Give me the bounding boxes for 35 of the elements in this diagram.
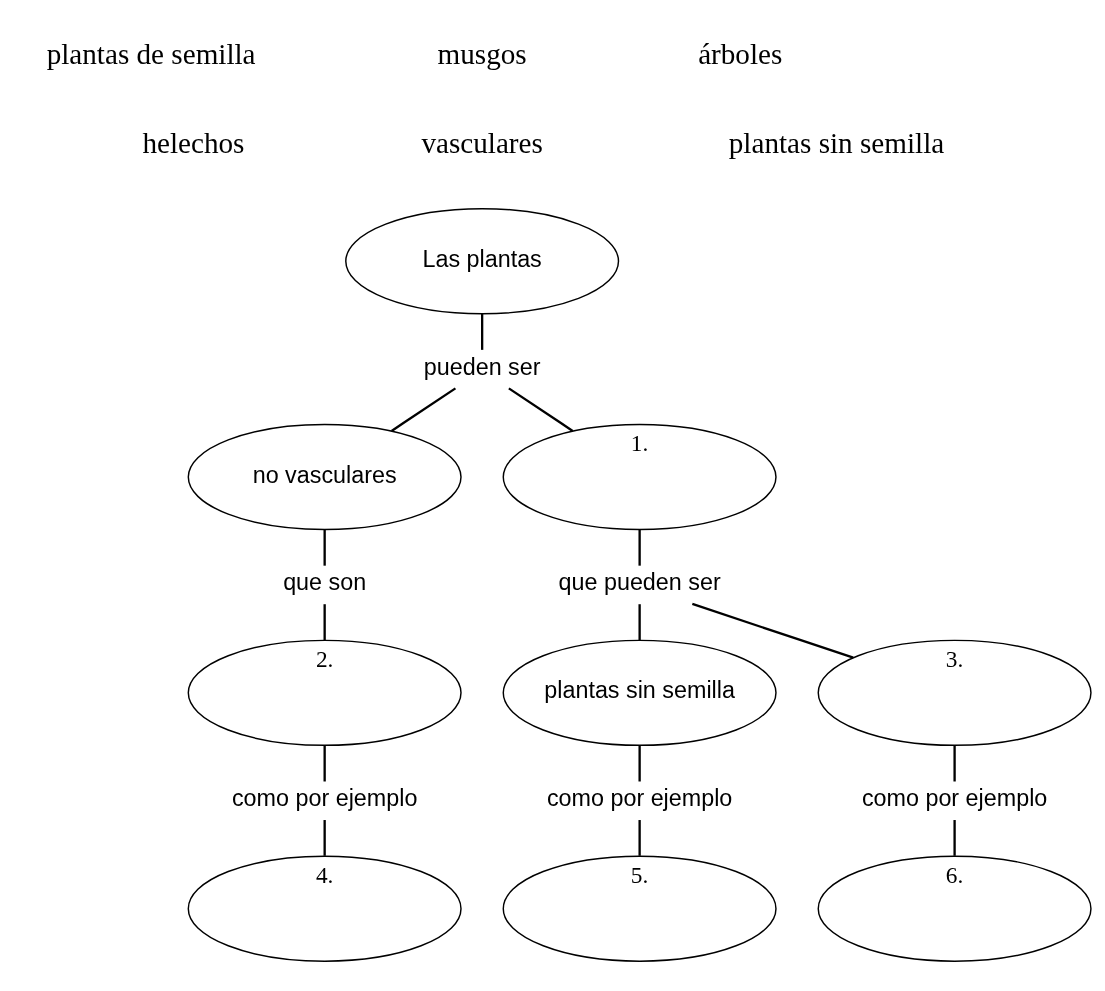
node-ellipse: 4. xyxy=(187,854,462,962)
label: árboles xyxy=(698,37,783,70)
connector xyxy=(691,602,854,659)
node-ellipse: 5. xyxy=(502,854,777,962)
node-ellipse: 6. xyxy=(817,854,1092,962)
connector xyxy=(953,745,956,781)
node-ellipse: no vasculares xyxy=(187,423,462,530)
node-text: que son xyxy=(283,568,367,595)
node-text: como por ejemplo xyxy=(231,784,418,811)
node-ellipse: Las plantas xyxy=(345,207,620,314)
connector xyxy=(638,819,641,856)
node-ellipse: 3. xyxy=(817,639,1092,746)
connector xyxy=(953,819,956,856)
connector xyxy=(323,603,326,640)
label: plantas sin semilla xyxy=(728,126,945,159)
node-text: que pueden ser xyxy=(558,568,721,595)
label: musgos xyxy=(437,37,527,70)
label: vasculares xyxy=(421,126,543,159)
connector xyxy=(323,529,326,566)
connector xyxy=(323,819,326,856)
node-ellipse: 2. xyxy=(187,639,462,746)
label: plantas de semilla xyxy=(46,37,256,70)
connector xyxy=(480,313,484,350)
connector xyxy=(508,386,574,432)
connector xyxy=(323,745,326,781)
node-text: como por ejemplo xyxy=(861,784,1048,811)
node-ellipse: plantas sin semilla xyxy=(502,639,777,746)
label: helechos xyxy=(142,126,245,159)
node-ellipse: 1. xyxy=(502,423,777,530)
node-text: como por ejemplo xyxy=(546,784,733,811)
node-text: pueden ser xyxy=(423,353,541,380)
connector xyxy=(638,603,641,640)
connector xyxy=(638,745,641,781)
connector xyxy=(390,386,457,432)
connector xyxy=(638,529,641,566)
